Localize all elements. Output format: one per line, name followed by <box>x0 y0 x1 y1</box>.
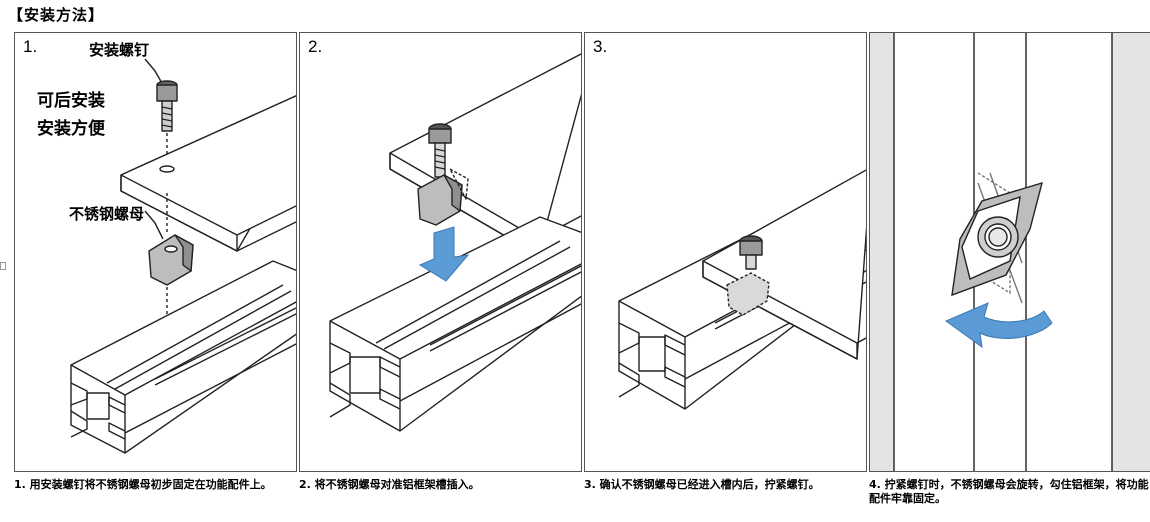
step-1-illustration <box>70 58 296 454</box>
screw-label: 安装螺钉 <box>89 41 150 59</box>
nut-icon <box>148 234 194 286</box>
step-2-illustration <box>329 53 581 432</box>
screw-icon <box>156 80 178 132</box>
nut-icon <box>726 272 770 316</box>
rotate-arrow-icon <box>944 302 1053 349</box>
step-4-panel: 4. <box>869 32 1150 472</box>
step-1-caption: 1. 用安装螺钉将不锈钢螺母初步固定在功能配件上。 <box>14 478 272 491</box>
fitting-plate <box>120 95 296 252</box>
side-marker <box>0 262 6 270</box>
step-1-number: 1. <box>23 37 38 56</box>
note-line-1: 可后安装 <box>37 91 105 111</box>
step-2-caption: 2. 将不锈钢螺母对准铝框架槽插入。 <box>299 478 480 491</box>
step-4-caption: 4. 拧紧螺钉时，不锈钢螺母会旋转，勾住铝框架，将功能配件牢靠固定。 <box>869 478 1149 505</box>
step-1-panel: 1. 安装螺钉 可后安装 安装方便 不锈钢螺母 <box>14 32 297 472</box>
aluminium-profile <box>329 216 581 432</box>
page-title: 【安装方法】 <box>8 6 105 24</box>
step-2-panel: 2. <box>299 32 582 472</box>
note-line-2: 安装方便 <box>37 119 105 139</box>
step-3-number: 3. <box>593 37 608 56</box>
nut-icon <box>417 168 469 226</box>
insert-arrow-icon <box>418 226 470 282</box>
step-3-illustration <box>618 169 866 410</box>
step-3-caption: 3. 确认不锈钢螺母已经进入槽内后，拧紧螺钉。 <box>584 478 820 491</box>
aluminium-profile <box>70 260 296 454</box>
screw-leader-line <box>144 58 164 86</box>
nut-label: 不锈钢螺母 <box>69 205 145 223</box>
fitting-plate <box>702 169 866 360</box>
step-2-number: 2. <box>308 37 323 56</box>
step-4-illustration <box>870 33 1150 471</box>
step-3-panel: 3. <box>584 32 867 472</box>
nut-leader-line <box>144 210 164 240</box>
screw-icon <box>739 235 763 270</box>
nut-icon <box>951 181 1043 297</box>
